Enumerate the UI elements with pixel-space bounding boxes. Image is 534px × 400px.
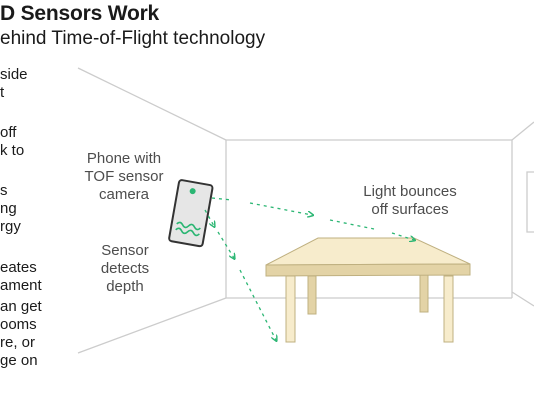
- table-leg-front-left: [285, 275, 296, 343]
- side-note-4: eates ament: [0, 259, 42, 294]
- diagram-subtitle: ehind Time-of-Flight technology: [0, 28, 266, 49]
- table-top: [265, 237, 471, 266]
- light-paths: [204, 197, 414, 340]
- side-note-1: side t: [0, 66, 28, 101]
- table-leg-front-right: [443, 275, 454, 343]
- tof-camera-lens: [189, 188, 196, 195]
- table-leg-back-right: [419, 271, 429, 313]
- label-sensor: Sensor detects depth: [100, 242, 150, 295]
- light-path-to-wall: [211, 197, 312, 215]
- diagram-title: D Sensors Work: [0, 2, 160, 25]
- phone-icon: [168, 179, 214, 248]
- light-path-down-2: [217, 231, 234, 258]
- side-note-3: s ng rgy: [0, 182, 21, 235]
- table-leg-back-left: [307, 275, 317, 315]
- light-path-down-3: [239, 269, 276, 340]
- label-bounce: Light bounces off surfaces: [363, 183, 457, 218]
- table-top-edge: [265, 263, 471, 277]
- signal-wave-icon: [175, 221, 201, 237]
- room-walls: [77, 67, 534, 354]
- light-path-to-table: [329, 219, 414, 240]
- table: [265, 237, 471, 343]
- light-path-down-1: [204, 209, 214, 226]
- label-phone: Phone with TOF sensor camera: [84, 150, 164, 203]
- side-note-5: an get ooms re, or ge on: [0, 298, 42, 369]
- side-note-2: off k to: [0, 124, 25, 159]
